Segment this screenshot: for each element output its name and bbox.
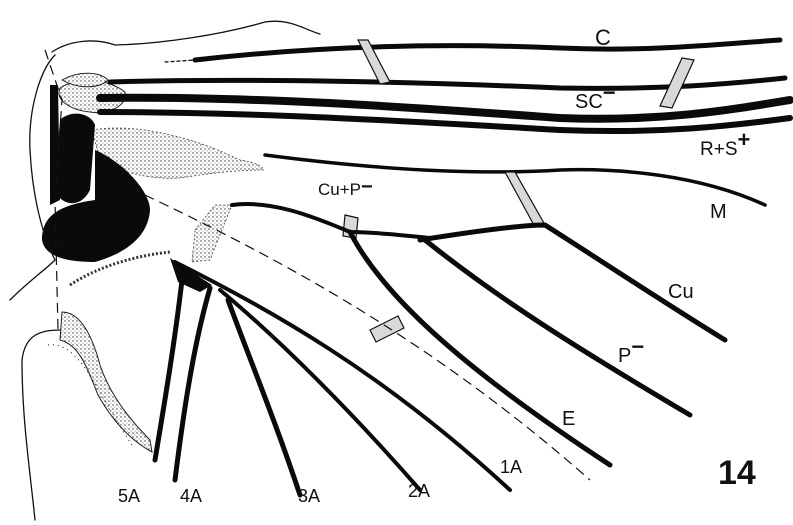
label-cu: Cu <box>668 281 694 303</box>
anal-base <box>170 258 212 292</box>
vein-empusal <box>350 232 610 465</box>
label-p: P− <box>618 334 644 367</box>
label-1a: 1A <box>500 457 522 477</box>
label-sc: SC− <box>575 80 616 113</box>
label-3a: 3A <box>298 486 320 506</box>
crossvein-3 <box>505 172 545 227</box>
vein-5A <box>155 280 182 460</box>
vein-costa <box>195 40 780 60</box>
vein-cubitus-postcubitus <box>232 204 430 238</box>
label-2a: 2A <box>408 481 430 501</box>
label-5a: 5A <box>118 486 140 506</box>
label-rs: R+S+ <box>700 127 750 160</box>
costal-margin <box>52 21 320 52</box>
costa-base-dash <box>165 60 195 62</box>
anal-lobe-outline <box>22 330 60 520</box>
label-e: E <box>562 408 575 430</box>
vein-4A <box>175 288 210 480</box>
label-cup: Cu+P− <box>318 176 373 199</box>
crossvein-2 <box>660 58 694 108</box>
label-4a: 4A <box>180 486 202 506</box>
median-plate <box>192 205 232 262</box>
anal-sclerite <box>60 312 152 452</box>
label-c: C <box>595 25 611 50</box>
figure-number: 14 <box>718 454 756 492</box>
vein-postcubitus <box>425 240 690 415</box>
label-m: M <box>710 201 727 223</box>
notum-outline <box>10 55 55 300</box>
axillary-sclerite-1 <box>55 114 95 204</box>
